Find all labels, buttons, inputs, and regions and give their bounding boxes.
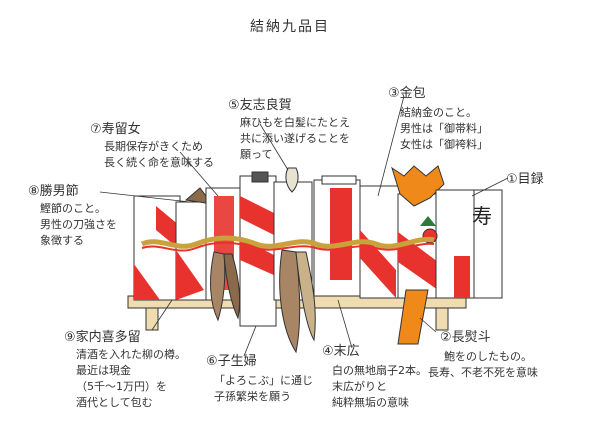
item-3-desc-1: 結納金のこと。: [400, 106, 477, 119]
item-9-desc-1: 清酒を入れた柳の樽。: [76, 348, 186, 361]
item-5-desc-2: 共に添い遂げることを: [240, 132, 350, 145]
item-6-name: ⑥子生婦: [206, 354, 257, 369]
item-8-desc-2: 男性の刀強さを: [40, 218, 117, 231]
item-5-desc-1: 麻ひもを白髪にたとえ: [240, 116, 350, 129]
item-2-desc-2: 長寿、不老不死を意味: [428, 366, 538, 379]
item-6-label: ⑥子生婦 「よろこぶ」に通じ 子孫繁栄を願う: [206, 350, 313, 405]
item-5-package: [273, 167, 316, 354]
page-title: 結納九品目: [250, 19, 330, 35]
item-4-desc-1: 白の無地扇子2本。: [332, 364, 427, 377]
item-9-label: ⑨家内喜多留 清酒を入れた柳の樽。 最近は現金 （5千～1万円）を 酒代として包…: [64, 326, 186, 411]
item-4-label: ④末広 白の無地扇子2本。 末広がりと 純粋無垢の意味: [322, 340, 427, 411]
item-2-desc-1: 鮑をのしたもの。: [444, 350, 532, 363]
item-1-package: [420, 189, 503, 299]
leader-lines: [99, 95, 509, 357]
item-9-name: ⑨家内喜多留: [64, 330, 141, 345]
item-9-package: [133, 195, 181, 301]
item-7-name: ⑦寿留女: [90, 122, 141, 137]
item-5-name: ⑤友志良賀: [228, 98, 292, 113]
item-2-label: ②長熨斗 鮑をのしたもの。 長寿、不老不死を意味: [428, 326, 538, 381]
item-7-desc-2: 長く続く命を意味する: [104, 156, 214, 169]
item-5-label: ⑤友志良賀 麻ひもを白髪にたとえ 共に添い遂げることを 願って: [228, 94, 350, 163]
item-4-desc-2: 末広がりと: [332, 380, 387, 393]
item-7-label: ⑦寿留女 長期保存がきくため 長く続く命を意味する: [90, 118, 214, 171]
item-3-label: ③金包 結納金のこと。 男性は「御帯料」 女性は「御袴料」: [388, 82, 488, 153]
item-1-name: ①目録: [506, 172, 544, 187]
item-8-name: ⑧勝男節: [28, 184, 79, 199]
item-2-name: ②長熨斗: [440, 330, 491, 345]
item-3-name: ③金包: [388, 86, 426, 101]
item-4-name: ④末広: [322, 344, 360, 359]
item-3-desc-2: 男性は「御帯料」: [400, 122, 488, 135]
item-5-desc-3: 願って: [240, 148, 273, 161]
item-1-label: ①目録: [506, 168, 544, 187]
item-6-desc-2: 子孫繁栄を願う: [214, 390, 291, 403]
item-6-desc-1: 「よろこぶ」に通じ: [214, 374, 313, 387]
item-8-label: ⑧勝男節 鰹節のこと。 男性の刀強さを 象徴する: [28, 180, 117, 249]
item-4-desc-3: 純粋無垢の意味: [332, 396, 409, 409]
kotobuki-character: 寿: [472, 204, 492, 228]
item-8-desc-3: 象徴する: [40, 234, 84, 247]
item-9-desc-3: （5千～1万円）を: [76, 380, 167, 393]
item-7-package: [205, 187, 243, 322]
item-3-desc-3: 女性は「御袴料」: [400, 138, 488, 151]
item-9-desc-2: 最近は現金: [76, 364, 131, 377]
mizuhiki-cord: [140, 235, 435, 252]
item-7-desc-1: 長期保存がきくため: [104, 140, 203, 153]
item-9-desc-4: 酒代として包む: [76, 396, 153, 409]
item-4-package: [313, 175, 361, 297]
item-8-desc-1: 鰹節のこと。: [40, 202, 106, 215]
